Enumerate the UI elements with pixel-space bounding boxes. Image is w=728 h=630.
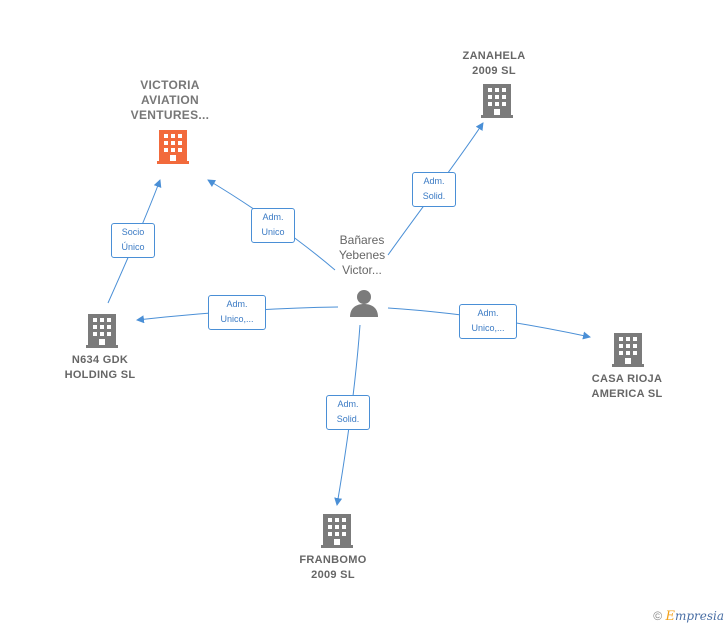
copyright-icon: ©	[653, 609, 663, 623]
brand-initial: E	[665, 609, 675, 624]
person-label[interactable]: Bañares Yebenes Victor...	[338, 233, 386, 277]
edge-label-n634: Adm. Unico,...	[208, 295, 266, 330]
edge-label-victoria: Adm. Unico	[251, 208, 295, 243]
brand-name: mpresia	[674, 609, 724, 623]
company-label-casa[interactable]: CASA RIOJA AMERICA SL	[591, 373, 663, 400]
edge-label-socio: Socio Único	[111, 223, 155, 258]
building-icon-n634[interactable]	[86, 314, 118, 348]
edge-label-casa: Adm. Unico,...	[459, 304, 517, 339]
edge-label-franbomo: Adm. Solid.	[326, 395, 370, 430]
company-label-franbomo[interactable]: FRANBOMO 2009 SL	[299, 554, 367, 581]
edge-label-zanahela: Adm. Solid.	[412, 172, 456, 207]
company-label-zanahela[interactable]: ZANAHELA 2009 SL	[462, 50, 526, 77]
building-icon-casa[interactable]	[612, 333, 644, 367]
building-icon-zanahela[interactable]	[481, 84, 513, 118]
company-label-victoria[interactable]: VICTORIA AVIATION VENTURES...	[130, 78, 210, 122]
building-icon-franbomo[interactable]	[321, 514, 353, 548]
company-label-n634[interactable]: N634 GDK HOLDING SL	[64, 354, 136, 381]
watermark: © Empresia	[653, 609, 724, 624]
building-icon-victoria[interactable]	[157, 130, 189, 164]
person-icon[interactable]	[350, 290, 378, 317]
